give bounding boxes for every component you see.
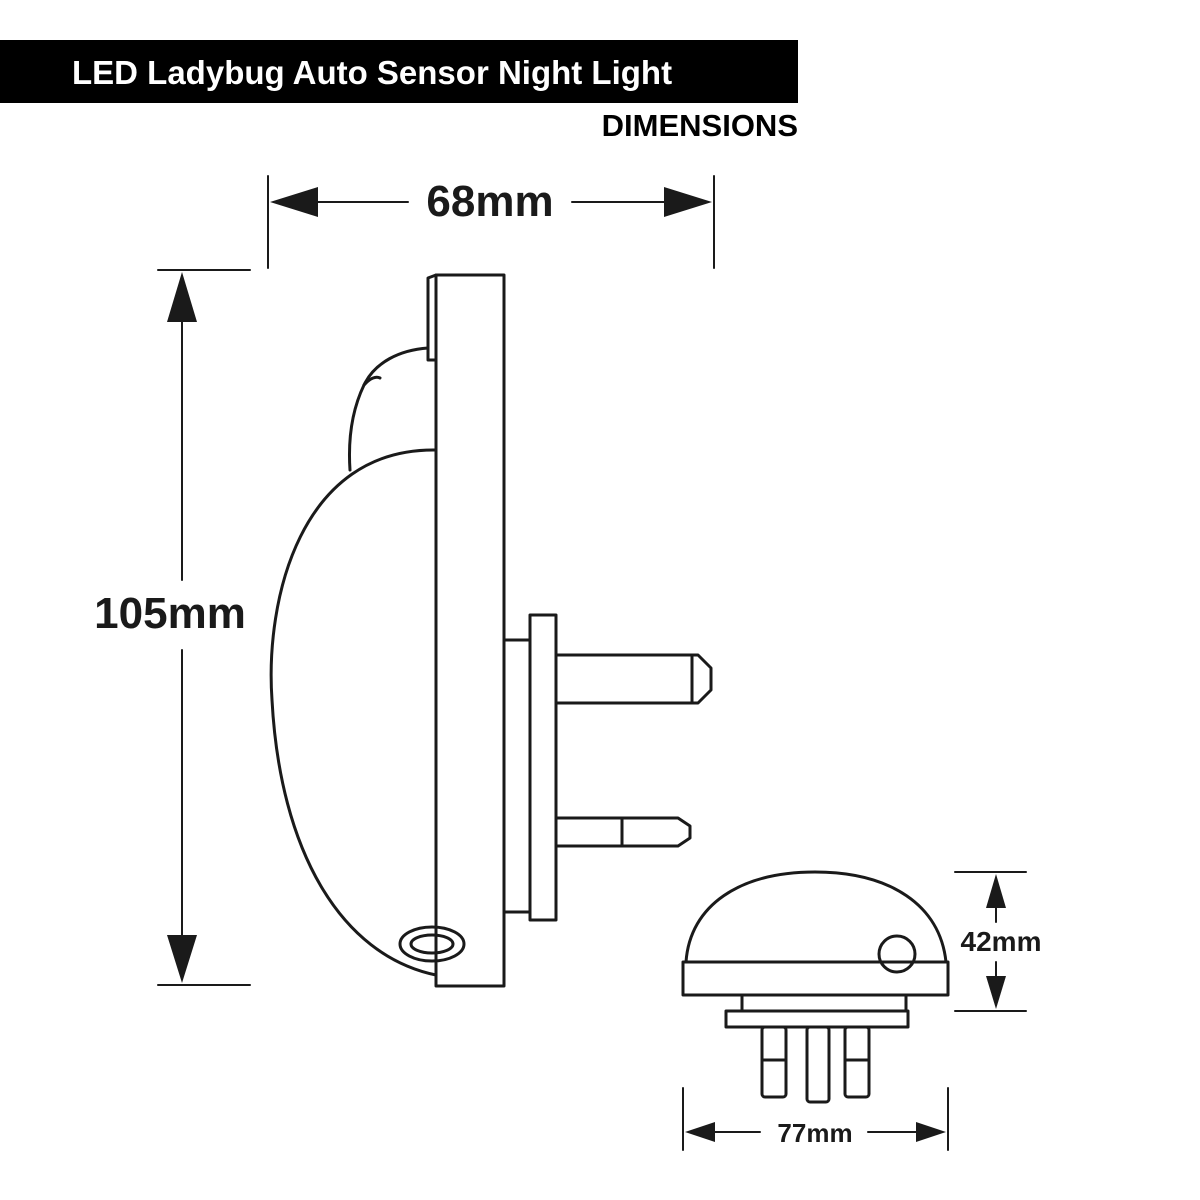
plug-base [502, 638, 532, 914]
arrow-105-bottom [167, 935, 197, 983]
main-shell [269, 448, 438, 977]
sensor-lens-inner [409, 933, 455, 955]
side-view [269, 273, 713, 988]
front-dome [684, 870, 948, 964]
arrow-68-right [664, 187, 712, 217]
arrow-105-top [167, 272, 197, 322]
dimension-height-label: 105mm [94, 589, 246, 638]
dimension-base-width-label: 77mm [777, 1118, 852, 1148]
page-subtitle: DIMENSIONS [601, 108, 798, 143]
lower-pin [554, 816, 692, 848]
front-pin-right [843, 1025, 871, 1099]
front-flange [724, 1009, 910, 1029]
dimension-depth-label: 42mm [961, 926, 1042, 957]
arrow-77-right [916, 1122, 946, 1142]
front-pin-left [760, 1025, 788, 1099]
arrow-77-left [685, 1122, 715, 1142]
side-plate-top-lip [426, 273, 438, 362]
dimension-width-label: 68mm [426, 177, 553, 226]
front-view [681, 870, 950, 1104]
title-bar [0, 40, 798, 103]
page-title: LED Ladybug Auto Sensor Night Light [72, 54, 673, 91]
arrow-42-bottom [986, 976, 1006, 1009]
dimension-lines [157, 175, 1027, 1151]
arrow-42-top [986, 874, 1006, 908]
arrowheads [167, 187, 1006, 1142]
arrow-68-left [270, 187, 318, 217]
side-plate [434, 273, 506, 988]
front-neck [740, 993, 908, 1013]
upper-dome-bump [362, 375, 382, 387]
sensor-lens [398, 925, 466, 963]
front-sensor [877, 934, 917, 974]
front-pin-center [805, 1025, 831, 1104]
upper-pin [554, 653, 713, 705]
plug-flange [528, 613, 558, 922]
